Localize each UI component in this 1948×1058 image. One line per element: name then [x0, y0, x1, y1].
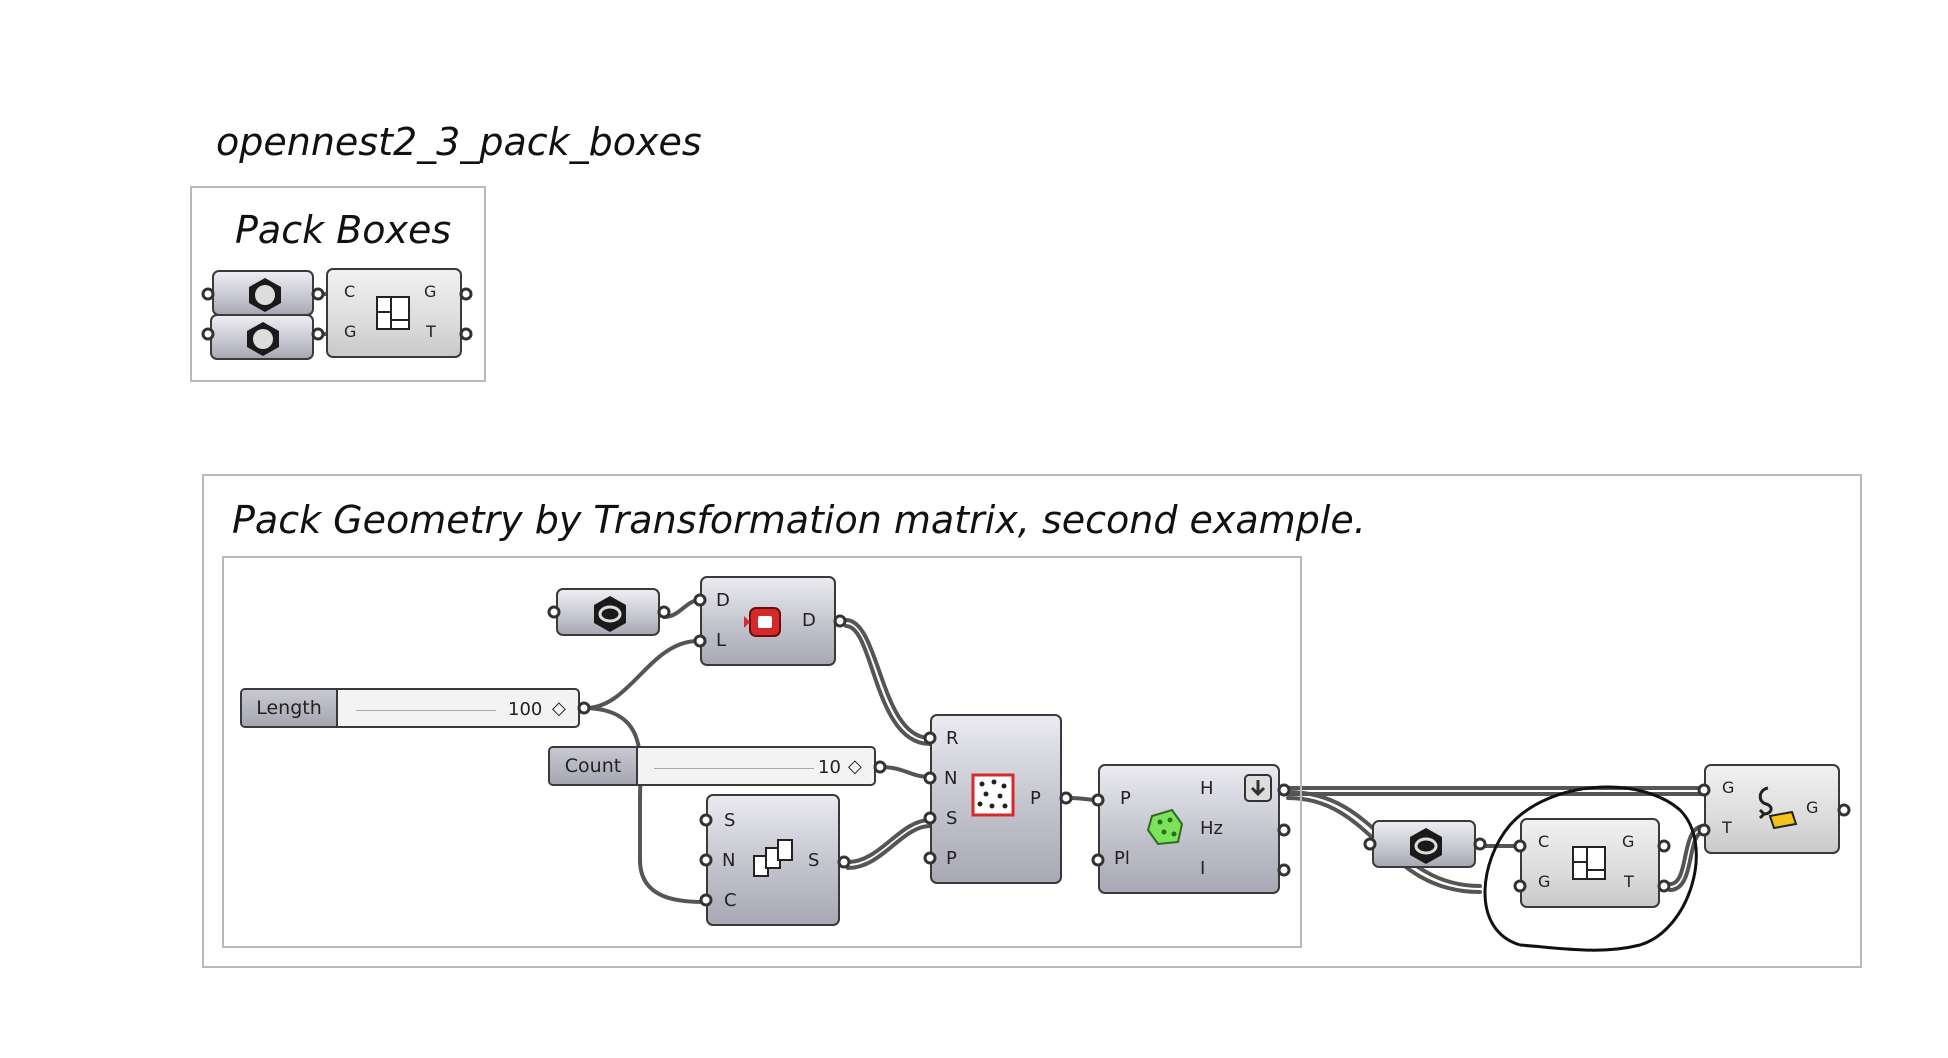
port-out-t[interactable]: T — [1624, 872, 1634, 891]
port-out-h[interactable]: H — [1200, 778, 1214, 799]
wire — [846, 818, 932, 864]
group-pack-boxes[interactable] — [190, 186, 486, 382]
port-out-g[interactable]: G — [1622, 832, 1635, 851]
port-out-p[interactable]: P — [1030, 788, 1041, 809]
populate-component[interactable]: R N S P P — [930, 714, 1062, 884]
count-slider[interactable]: Count 10 ◇ — [548, 746, 876, 786]
curve-param[interactable] — [556, 588, 660, 636]
port-in-c[interactable]: C — [1538, 832, 1550, 851]
port-in-c[interactable]: C — [724, 890, 737, 911]
port-in-s[interactable]: S — [724, 810, 736, 831]
wire — [844, 624, 932, 746]
pack-component-small[interactable]: C G G T — [326, 268, 462, 358]
port-out-d[interactable]: D — [802, 610, 816, 631]
brep-hexagon-icon — [249, 278, 281, 312]
pack-grid-icon — [376, 296, 410, 330]
divide-component[interactable]: D L D — [700, 576, 836, 666]
curve-hexagon-icon — [594, 596, 626, 632]
inner-group[interactable] — [222, 556, 1302, 948]
group-pack-geometry[interactable] — [202, 474, 1862, 968]
divide-red-icon — [744, 607, 781, 637]
wire — [584, 639, 700, 710]
wire — [844, 618, 932, 740]
port-in-r[interactable]: R — [946, 728, 959, 749]
group-pack-geometry-title: Pack Geometry by Transformation matrix, … — [232, 498, 1366, 542]
port-out-g[interactable]: G — [424, 282, 437, 301]
wire — [584, 706, 708, 904]
slider-grip-icon[interactable]: ◇ — [848, 756, 862, 777]
port-in-l[interactable]: L — [716, 630, 727, 651]
document-title: opennest2_3_pack_boxes — [216, 120, 702, 164]
port-in-n[interactable]: N — [722, 850, 736, 871]
download-arrow-icon[interactable] — [1244, 774, 1272, 802]
port-in-s[interactable]: S — [946, 808, 958, 829]
pack-component[interactable]: C G G T — [1520, 818, 1660, 908]
port-in-d[interactable]: D — [716, 590, 730, 611]
pack-grid-icon — [1572, 846, 1606, 880]
brep-hexagon-icon — [247, 322, 279, 356]
wire — [1668, 824, 1706, 886]
port-in-p[interactable]: P — [1120, 788, 1131, 809]
port-in-pl[interactable]: Pl — [1114, 848, 1130, 869]
port-in-g[interactable]: G — [1722, 778, 1735, 797]
brep-param-2[interactable] — [210, 314, 314, 360]
port-in-n[interactable]: N — [944, 768, 958, 789]
slider-track[interactable] — [356, 710, 496, 711]
length-slider-label: Length — [242, 690, 338, 726]
length-slider[interactable]: Length 100 ◇ — [240, 688, 580, 728]
length-slider-value: 100 — [508, 699, 543, 720]
port-out-s[interactable]: S — [808, 850, 820, 871]
slider-track[interactable] — [654, 768, 814, 769]
slider-grip-icon[interactable]: ◇ — [552, 698, 566, 719]
populate-points-icon — [971, 773, 1015, 817]
port-in-g[interactable]: G — [344, 322, 357, 341]
port-in-t[interactable]: T — [1722, 818, 1732, 837]
series-component[interactable]: S N C S — [706, 794, 840, 926]
port-out-t[interactable]: T — [426, 322, 436, 341]
count-slider-label: Count — [550, 748, 638, 784]
transform-icon — [1758, 786, 1798, 830]
curve-hexagon-icon — [1410, 828, 1442, 864]
wire — [846, 824, 932, 870]
port-out-hz[interactable]: Hz — [1200, 818, 1223, 839]
port-in-g[interactable]: G — [1538, 872, 1551, 891]
group-pack-boxes-title: Pack Boxes — [235, 208, 452, 252]
count-slider-value: 10 — [818, 757, 841, 778]
hand-drawn-circle — [1483, 785, 1698, 952]
voronoi-green-icon — [1146, 808, 1184, 846]
port-out-i[interactable]: I — [1200, 858, 1206, 879]
port-in-c[interactable]: C — [344, 282, 356, 301]
voronoi-component[interactable]: P Pl H Hz I — [1098, 764, 1280, 894]
port-in-p[interactable]: P — [946, 848, 957, 869]
series-icon — [753, 839, 793, 877]
port-out-g[interactable]: G — [1806, 798, 1819, 817]
